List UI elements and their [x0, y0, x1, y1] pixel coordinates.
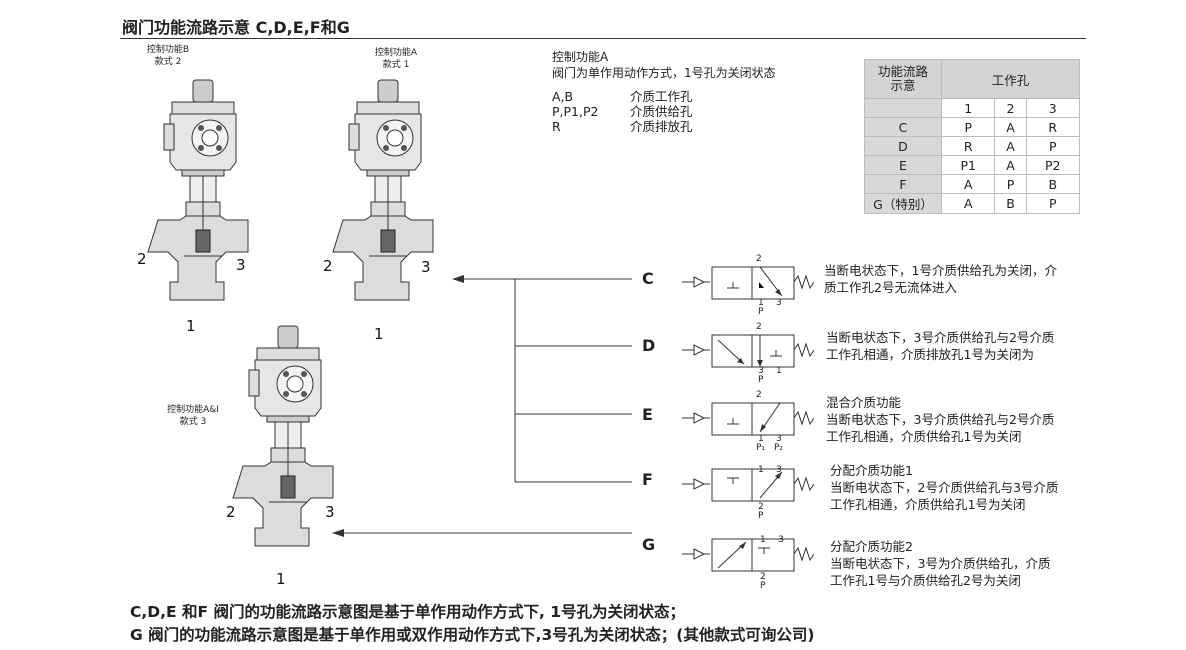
sym-e-port-3: 3	[776, 434, 782, 444]
table-row: D R A P	[864, 136, 1080, 156]
sym-d-port-1: 1	[776, 366, 782, 376]
sym-e-port-p2: P₂	[774, 443, 784, 453]
sym-d-port-2: 2	[756, 322, 762, 332]
footer-note-2: G 阀门的功能流路示意图是基于单作用或双作用动作方式下,3号孔为关闭状态；(其他…	[130, 626, 815, 644]
table-col-header: 2	[994, 98, 1027, 118]
table-row: E P1 A P2	[864, 155, 1080, 175]
table-row: G（特别） A B P	[864, 193, 1080, 214]
function-letter-d: D	[642, 336, 656, 355]
port-2-bottom: 2	[226, 503, 236, 521]
port-1-bottom: 1	[276, 570, 286, 588]
sym-g-port-1: 1	[760, 535, 766, 545]
symbol-e	[681, 402, 815, 436]
function-desc-f: 分配介质功能1 当断电状态下，2号介质供给孔与3号介质 工作孔相通，介质供给孔1…	[830, 463, 1059, 512]
port-1-left: 1	[186, 317, 196, 335]
function-letter-e: E	[642, 405, 653, 424]
sym-c-port-1: 1	[758, 298, 764, 308]
note-heading: 控制功能A	[552, 50, 609, 64]
port-2-left: 2	[137, 250, 147, 268]
function-desc-g: 分配介质功能2 当断电状态下，3号为介质供给孔，介质 工作孔1号与介质供给孔2号…	[830, 539, 1051, 588]
port-3-bottom: 3	[325, 503, 335, 521]
port-2-mid: 2	[323, 257, 333, 275]
page-title: 阀门功能流路示意 C,D,E,F和G	[122, 18, 350, 37]
sym-g-port-p: P	[760, 581, 766, 591]
symbol-f	[681, 468, 815, 502]
sym-c-port-p: P	[758, 307, 764, 317]
sym-c-port-3: 3	[776, 298, 782, 308]
sym-f-port-1: 1	[758, 465, 764, 475]
function-desc-c: 当断电状态下，1号介质供给孔为关闭，介 质工作孔2号无流体进入	[824, 263, 1057, 295]
sym-c-port-2: 2	[756, 254, 762, 264]
sym-f-port-2: 2	[758, 502, 764, 512]
port-mapping-table: 功能流路示意 工作孔 1 2 3 C P A R D R A P E P1 A …	[864, 59, 1080, 214]
table-row: C P A R	[864, 117, 1080, 137]
sym-g-port-3: 3	[778, 535, 784, 545]
sym-g-port-2: 2	[760, 572, 766, 582]
table-group-header: 工作孔	[941, 59, 1080, 99]
function-letter-c: C	[642, 269, 654, 288]
port-1-mid: 1	[374, 325, 384, 343]
table-row: F A P B	[864, 174, 1080, 194]
function-desc-d: 当断电状态下，3号介质供给孔与2号介质 工作孔相通，介质排放孔1号为关闭为	[826, 330, 1055, 362]
function-letter-f: F	[642, 470, 653, 489]
valve-b-label: 控制功能B 款式 2	[146, 45, 190, 67]
sym-e-port-p1: P₁	[756, 443, 766, 453]
valve-symbols	[681, 266, 815, 572]
sym-d-port-p: P	[758, 375, 764, 385]
symbol-d	[681, 334, 815, 368]
sym-e-port-1: 1	[758, 434, 764, 444]
symbol-g	[681, 538, 815, 572]
valve-a-label: 控制功能A 款式 1	[374, 48, 418, 70]
title-rule	[120, 38, 1086, 39]
function-desc-e: 混合介质功能 当断电状态下，3号介质供给孔与2号介质 工作孔相通，介质供给孔1号…	[826, 395, 1055, 444]
footer-note-1: C,D,E 和F 阀门的功能流路示意图是基于单作用动作方式下, 1号孔为关闭状态…	[130, 603, 686, 621]
sym-f-port-3: 3	[776, 465, 782, 475]
port-3-left: 3	[236, 256, 246, 274]
symbol-c	[681, 266, 815, 305]
table-col-header: 3	[1025, 98, 1080, 118]
valve-ai-label: 控制功能A&I 款式 3	[167, 405, 219, 427]
table-col-header: 1	[940, 98, 996, 118]
sym-d-port-3: 3	[758, 366, 764, 376]
function-letter-g: G	[642, 535, 656, 554]
table-corner: 功能流路示意	[864, 59, 942, 99]
port-3-mid: 3	[421, 258, 431, 276]
sym-f-port-p: P	[758, 511, 764, 521]
note-subheading: 阀门为单作用动作方式，1号孔为关闭状态	[552, 66, 776, 80]
connector-lines	[332, 275, 632, 537]
sym-e-port-2: 2	[756, 390, 762, 400]
